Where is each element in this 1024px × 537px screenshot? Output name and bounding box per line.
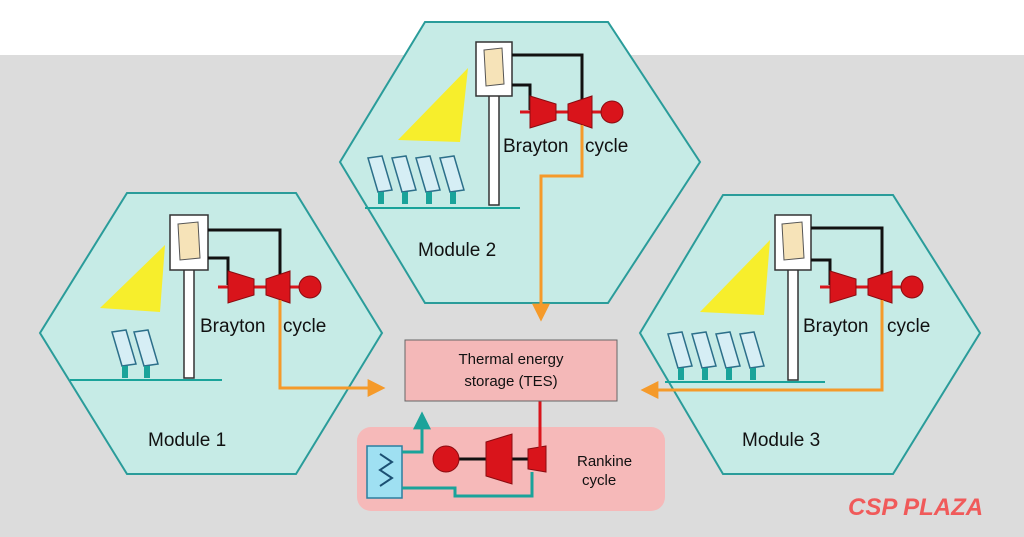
brayton-label-word1: Brayton bbox=[803, 316, 868, 337]
module-1: Brayton cycle Module 1 bbox=[38, 192, 384, 475]
module-1-label: Module 1 bbox=[148, 430, 226, 451]
solar-tower-icon bbox=[774, 214, 812, 381]
module-3: Brayton cycle Module 3 bbox=[638, 194, 982, 475]
module-2-label: Module 2 bbox=[418, 240, 496, 261]
heat-exchanger-icon bbox=[366, 445, 403, 499]
tes-box bbox=[404, 339, 618, 402]
csp-plaza-logo: CSP PLAZA bbox=[848, 494, 983, 521]
heat-flow-arrow-module-2 bbox=[532, 125, 584, 322]
turbine-icon bbox=[527, 445, 547, 473]
sunlight-icon bbox=[700, 240, 770, 315]
rankine-label-line1: Rankine bbox=[577, 453, 632, 470]
brayton-label-word2: cycle bbox=[887, 316, 930, 337]
sunlight-icon bbox=[100, 245, 165, 312]
water-return-line bbox=[402, 472, 534, 498]
heat-flow-arrow-module-1 bbox=[278, 300, 386, 397]
module-3-hexagon bbox=[638, 194, 982, 475]
module-3-label: Module 3 bbox=[742, 430, 820, 451]
heat-flow-arrow-module-3 bbox=[640, 300, 884, 399]
solar-tower-icon bbox=[169, 214, 209, 379]
pipe bbox=[512, 53, 584, 110]
water-flow-arrow bbox=[402, 411, 431, 454]
rankine-label-line2: cycle bbox=[582, 472, 616, 489]
brayton-label-word2: cycle bbox=[585, 136, 628, 157]
watermark-text: CSP PLAZA bbox=[848, 494, 983, 521]
solar-tower-icon bbox=[475, 41, 513, 206]
rankine-cycle: Rankine cycle bbox=[357, 401, 665, 511]
pipe bbox=[811, 226, 884, 285]
brayton-label-word1: Brayton bbox=[200, 316, 265, 337]
brayton-label-word2: cycle bbox=[283, 316, 326, 337]
generator-icon bbox=[432, 445, 460, 473]
tes-label-line2: storage (TES) bbox=[464, 373, 557, 390]
tes-label-line1: Thermal energy bbox=[458, 351, 564, 368]
sunlight-icon bbox=[398, 68, 468, 142]
module-2: Brayton cycle Module 2 bbox=[338, 21, 702, 304]
module-1-hexagon bbox=[38, 192, 384, 475]
turbine-icon bbox=[485, 433, 513, 485]
module-2-hexagon bbox=[338, 21, 702, 304]
brayton-label-word1: Brayton bbox=[503, 136, 568, 157]
thermal-energy-storage: Thermal energy storage (TES) bbox=[404, 339, 618, 402]
pipe bbox=[208, 228, 282, 285]
